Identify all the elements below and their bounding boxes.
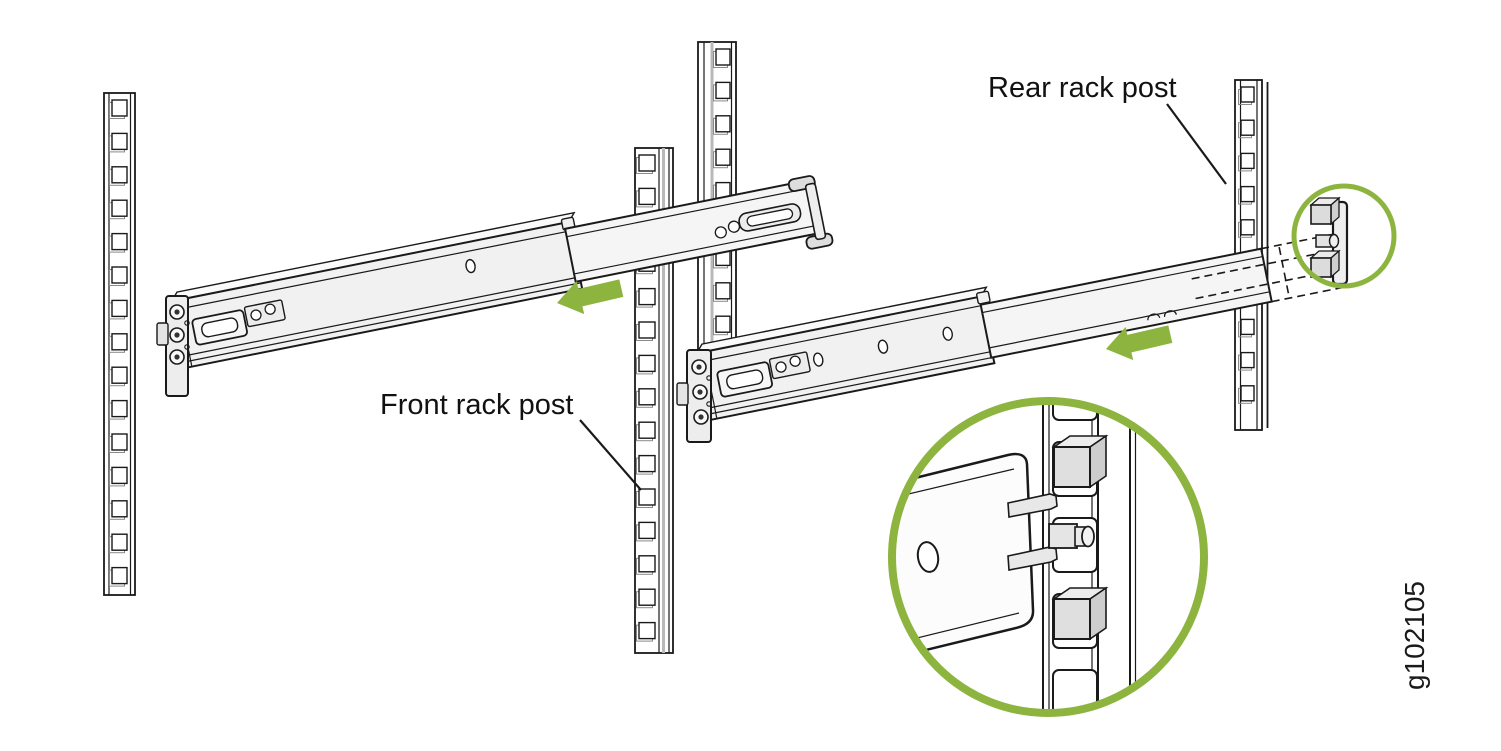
slide-arrow-right-rail [1106,325,1173,361]
rack-post-front-left [103,92,136,596]
right-rail-front-bracket [676,349,712,443]
right-rail-rear-latch [1309,196,1349,286]
rear-latch-highlight-circle [1291,183,1397,289]
front-rack-post-leader-line [579,419,642,491]
left-mounting-rail [156,175,834,397]
slide-arrow-left-rail [557,279,624,315]
rear-rack-post-label: Rear rack post [988,72,1177,104]
front-rack-post-label: Front rack post [380,389,573,421]
left-rail-front-bracket [156,295,190,397]
detail-zoom-circle [888,397,1208,717]
rear-rack-post-leader-line [1166,103,1227,185]
right-mounting-rail [676,196,1349,443]
figure-id: g102105 [1399,581,1430,690]
